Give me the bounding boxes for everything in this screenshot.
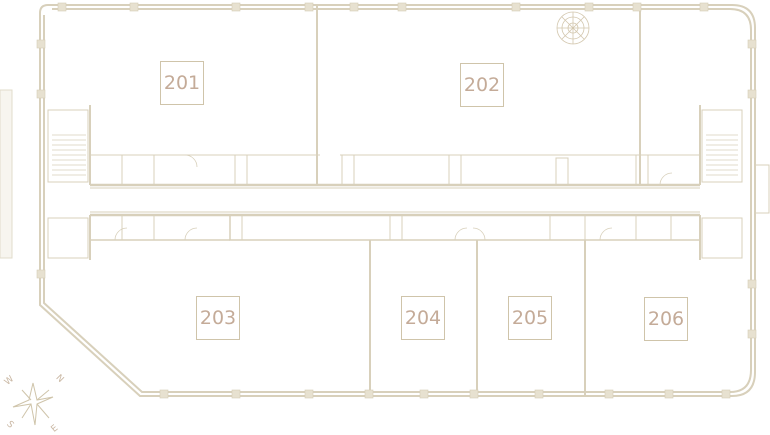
stair-right-top <box>701 109 743 183</box>
room-202[interactable]: 202 <box>460 63 504 107</box>
room-203[interactable]: 203 <box>196 296 240 340</box>
rosette-ornament <box>556 11 590 45</box>
left-annex <box>0 89 13 259</box>
stair-right-bottom <box>701 217 743 259</box>
stair-left-top <box>47 109 89 183</box>
room-204[interactable]: 204 <box>401 296 445 340</box>
window-marks <box>36 2 757 399</box>
compass-rose-icon <box>12 382 54 426</box>
outer-wall <box>39 4 756 397</box>
room-205[interactable]: 205 <box>508 296 552 340</box>
stair-left-bottom <box>47 217 89 259</box>
room-201[interactable]: 201 <box>160 61 204 105</box>
corridor-walls <box>90 183 700 217</box>
room-206[interactable]: 206 <box>644 297 688 341</box>
